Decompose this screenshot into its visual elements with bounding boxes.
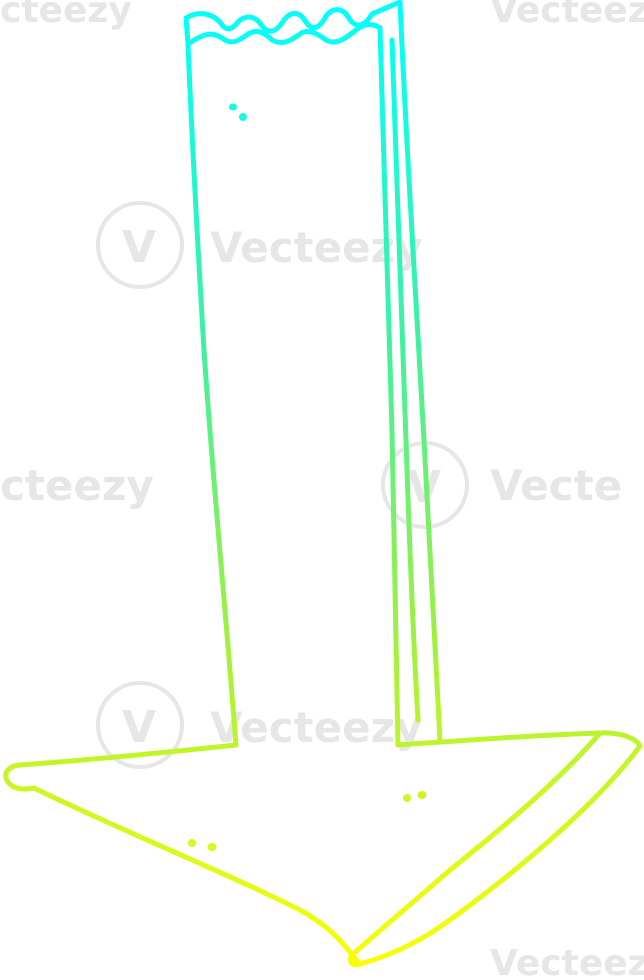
shaft-torn-top <box>183 0 403 47</box>
highlight-dot <box>403 794 411 802</box>
down-arrow-icon <box>3 0 643 967</box>
watermark-logo-glyph: V <box>122 702 156 753</box>
arrowhead-tip <box>349 952 363 967</box>
arrowhead-left-top-edge <box>3 742 239 792</box>
shaft-left-edge <box>185 41 239 748</box>
arrowhead-right-top-edge <box>395 730 643 749</box>
watermark-text-top-right: Vecteezy <box>490 0 644 31</box>
shaft-right-edge <box>377 25 401 748</box>
watermark-text-top-left: cteezy <box>0 0 132 31</box>
watermark-logo-icon <box>96 201 184 289</box>
watermark-text-bottom-right: Vecteezy <box>490 943 644 980</box>
watermark-logo-icon <box>96 681 184 769</box>
highlight-dot <box>207 843 217 851</box>
watermark-text-upper: Vecteezy <box>210 223 422 272</box>
highlight-dot <box>417 791 427 799</box>
watermark-logo-glyph: V <box>122 222 156 273</box>
arrowhead-right-back-edge <box>347 743 643 967</box>
shaft-inner-highlight <box>389 37 421 723</box>
watermark-text-lower: Vecteezy <box>210 703 422 752</box>
watermark-text-middle-left: cteezy <box>0 461 154 510</box>
shaft-back-edge <box>397 0 443 745</box>
arrowhead-left-bottom-edge <box>31 785 355 958</box>
arrowhead-right-outer-edge <box>349 730 603 958</box>
shaft-torn-top-inner <box>185 22 383 47</box>
watermark-text-middle-right: Vecte <box>490 461 622 510</box>
highlight-dots <box>188 103 427 851</box>
highlight-dot <box>188 839 196 847</box>
highlight-dot <box>229 103 237 111</box>
highlight-dot <box>239 113 247 121</box>
